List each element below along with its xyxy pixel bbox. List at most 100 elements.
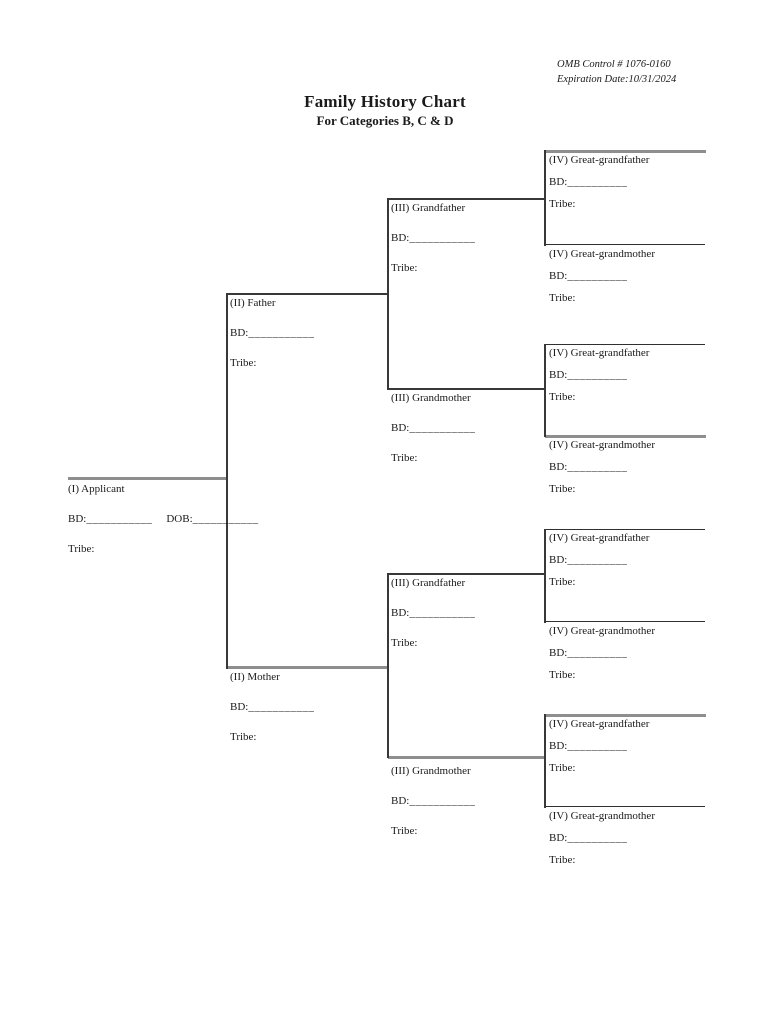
bd-blank-field[interactable]: __________ <box>567 832 628 844</box>
person-label: (III) Grandfather <box>391 577 466 589</box>
tribe-label: Tribe: <box>391 825 418 837</box>
person-applicant: (I) Applicant BD:___________DOB:________… <box>68 482 259 556</box>
bd-label: BD: <box>230 327 249 339</box>
omb-expiration-date: Expiration Date:10/31/2024 <box>557 74 677 85</box>
tribe-label: Tribe: <box>549 483 576 495</box>
tribe-label: Tribe: <box>230 357 257 369</box>
person-great-grandmother-4: (IV) Great-grandmother BD:__________ Tri… <box>549 809 655 867</box>
tribe-label: Tribe: <box>391 637 418 649</box>
great-grandfather-3-line <box>545 529 705 530</box>
great-grandparents-bracket-2-line <box>544 344 546 437</box>
bd-label: BD: <box>549 832 568 844</box>
bd-label: BD: <box>549 369 568 381</box>
dob-blank-field[interactable]: ___________ <box>192 513 259 525</box>
maternal-grandparents-bracket-line <box>387 573 389 758</box>
applicant-line <box>68 477 227 480</box>
tribe-label: Tribe: <box>549 762 576 774</box>
tribe-label: Tribe: <box>391 262 418 274</box>
tribe-label: Tribe: <box>549 292 576 304</box>
paternal-grandfather-line <box>388 198 545 200</box>
bd-blank-field[interactable]: ___________ <box>409 607 476 619</box>
bd-label: BD: <box>391 232 410 244</box>
paternal-grandmother-line <box>388 388 545 390</box>
bd-label: BD: <box>391 422 410 434</box>
person-great-grandfather-1: (IV) Great-grandfather BD:__________ Tri… <box>549 153 649 211</box>
person-label: (IV) Great-grandmother <box>549 248 655 260</box>
bd-blank-field[interactable]: ___________ <box>409 232 476 244</box>
omb-control-number: OMB Control # 1076-0160 <box>557 59 671 70</box>
bd-label: BD: <box>549 461 568 473</box>
bd-blank-field[interactable]: __________ <box>567 647 628 659</box>
person-great-grandmother-3: (IV) Great-grandmother BD:__________ Tri… <box>549 624 655 682</box>
bd-label: BD: <box>549 176 568 188</box>
page-title: Family History Chart <box>304 92 466 111</box>
bd-label: BD: <box>391 607 410 619</box>
title-block: Family History Chart For Categories B, C… <box>0 92 770 129</box>
bd-label: BD: <box>549 647 568 659</box>
bd-blank-field[interactable]: ___________ <box>86 513 153 525</box>
tribe-label: Tribe: <box>391 452 418 464</box>
tribe-label: Tribe: <box>68 543 95 555</box>
person-label: (III) Grandmother <box>391 765 471 777</box>
person-label: (I) Applicant <box>68 483 125 495</box>
parents-bracket-line <box>226 293 228 669</box>
great-grandfather-1-line <box>545 150 706 153</box>
person-paternal-grandmother: (III) Grandmother BD:___________ Tribe: <box>391 391 475 465</box>
bd-blank-field[interactable]: __________ <box>567 270 628 282</box>
person-great-grandfather-3: (IV) Great-grandfather BD:__________ Tri… <box>549 531 649 589</box>
father-line <box>227 293 388 295</box>
person-label: (II) Father <box>230 297 276 309</box>
person-maternal-grandfather: (III) Grandfather BD:___________ Tribe: <box>391 576 475 650</box>
person-father: (II) Father BD:___________ Tribe: <box>230 296 314 370</box>
bd-blank-field[interactable]: ___________ <box>409 795 476 807</box>
person-label: (IV) Great-grandfather <box>549 718 650 730</box>
person-maternal-grandmother: (III) Grandmother BD:___________ Tribe: <box>391 764 475 838</box>
bd-blank-field[interactable]: __________ <box>567 176 628 188</box>
tribe-label: Tribe: <box>549 854 576 866</box>
bd-label: BD: <box>549 554 568 566</box>
bd-blank-field[interactable]: __________ <box>567 369 628 381</box>
maternal-grandfather-line <box>388 573 545 575</box>
great-grandmother-1-line <box>545 244 705 245</box>
bd-blank-field[interactable]: ___________ <box>248 701 315 713</box>
person-label: (II) Mother <box>230 671 280 683</box>
person-great-grandfather-4: (IV) Great-grandfather BD:__________ Tri… <box>549 717 649 775</box>
bd-blank-field[interactable]: ___________ <box>248 327 315 339</box>
great-grandparents-bracket-4-line <box>544 714 546 808</box>
tribe-label: Tribe: <box>549 391 576 403</box>
person-paternal-grandfather: (III) Grandfather BD:___________ Tribe: <box>391 201 475 275</box>
great-grandmother-2-line <box>545 435 706 438</box>
person-mother: (II) Mother BD:___________ Tribe: <box>230 670 314 744</box>
great-grandparents-bracket-1-line <box>544 150 546 246</box>
bd-label: BD: <box>391 795 410 807</box>
person-label: (IV) Great-grandmother <box>549 625 655 637</box>
bd-label: BD: <box>549 740 568 752</box>
person-label: (III) Grandfather <box>391 202 466 214</box>
person-label: (IV) Great-grandfather <box>549 347 650 359</box>
person-label: (IV) Great-grandfather <box>549 154 650 166</box>
bd-blank-field[interactable]: __________ <box>567 461 628 473</box>
bd-blank-field[interactable]: ___________ <box>409 422 476 434</box>
person-label: (III) Grandmother <box>391 392 471 404</box>
great-grandparents-bracket-3-line <box>544 529 546 623</box>
bd-label: BD: <box>68 513 87 525</box>
great-grandfather-2-line <box>545 344 705 345</box>
person-label: (IV) Great-grandfather <box>549 532 650 544</box>
bd-blank-field[interactable]: __________ <box>567 740 628 752</box>
tribe-label: Tribe: <box>549 669 576 681</box>
person-great-grandmother-2: (IV) Great-grandmother BD:__________ Tri… <box>549 438 655 496</box>
omb-control-block: OMB Control # 1076-0160 Expiration Date:… <box>557 57 676 87</box>
person-label: (IV) Great-grandmother <box>549 439 655 451</box>
bd-label: BD: <box>230 701 249 713</box>
dob-label: DOB: <box>166 513 193 525</box>
page-subtitle: For Categories B, C & D <box>316 113 454 128</box>
tribe-label: Tribe: <box>549 198 576 210</box>
bd-label: BD: <box>549 270 568 282</box>
tribe-label: Tribe: <box>230 731 257 743</box>
person-great-grandfather-2: (IV) Great-grandfather BD:__________ Tri… <box>549 346 649 404</box>
great-grandmother-4-line <box>545 806 705 807</box>
tribe-label: Tribe: <box>549 576 576 588</box>
mother-line <box>227 666 388 669</box>
bd-blank-field[interactable]: __________ <box>567 554 628 566</box>
